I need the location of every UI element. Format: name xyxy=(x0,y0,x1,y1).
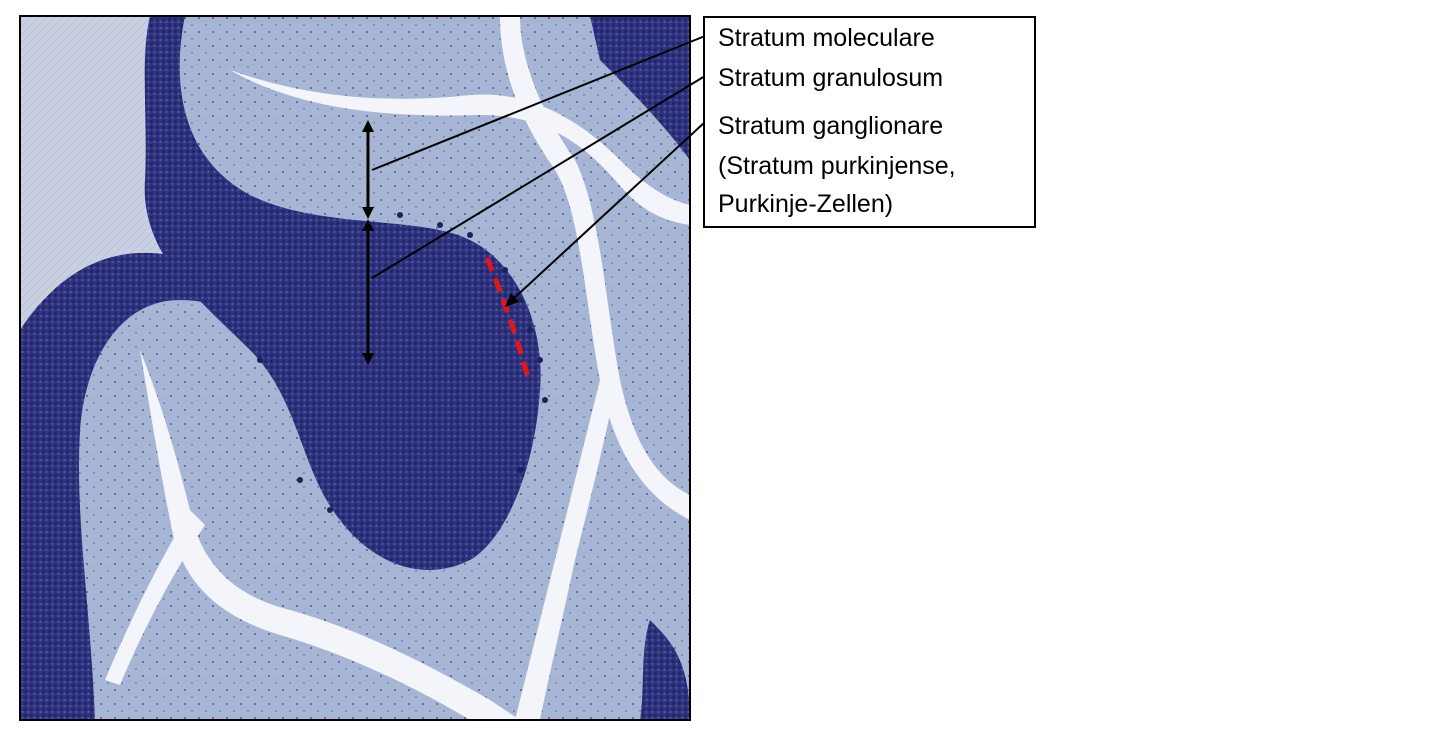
legend-box: Stratum moleculare Stratum granulosum St… xyxy=(703,16,1036,228)
leader-granular xyxy=(371,75,706,279)
sulcus-lower xyxy=(140,350,520,720)
leader-lines xyxy=(371,35,706,307)
label-purkinje-zellen: Purkinje-Zellen) xyxy=(718,190,894,218)
micrograph xyxy=(20,16,690,720)
granular-layer-lower xyxy=(20,252,330,720)
label-stratum-moleculare: Stratum moleculare xyxy=(718,24,935,52)
white-matter xyxy=(20,16,390,360)
label-stratum-purkinjense: (Stratum purkinjense, xyxy=(718,152,956,180)
granular-layer-upper xyxy=(144,16,541,571)
purkinje-cells xyxy=(257,212,548,513)
sulcus-right xyxy=(500,16,690,520)
thickness-arrows xyxy=(362,120,374,365)
label-stratum-granulosum: Stratum granulosum xyxy=(718,64,944,92)
sulcus-right-lower xyxy=(515,380,615,720)
leader-ganglionic-arrowhead xyxy=(505,293,519,307)
micrograph-frame xyxy=(19,15,691,721)
sulcus-upper xyxy=(230,70,690,225)
label-stratum-ganglionare: Stratum ganglionare xyxy=(718,112,944,140)
leader-ganglionic xyxy=(511,121,706,301)
sulcus-branch xyxy=(105,510,205,685)
granular-layer-corner-low xyxy=(640,620,690,720)
purkinje-layer-dashed-line xyxy=(484,257,531,379)
leader-molecular xyxy=(371,35,706,171)
